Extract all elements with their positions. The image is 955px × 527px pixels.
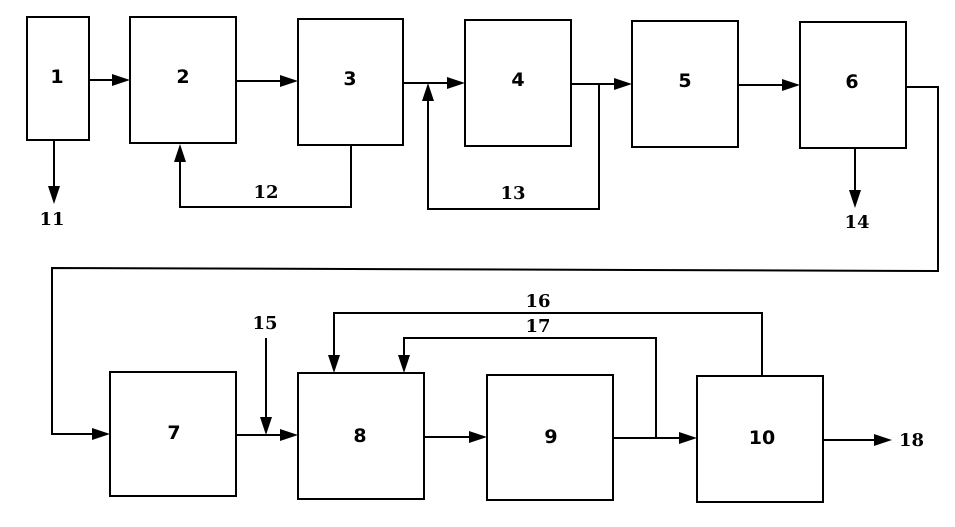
- connector-8-to-9: [424, 431, 487, 443]
- stream-18-arrow: [823, 434, 892, 446]
- recycle-13: [422, 83, 600, 210]
- block-5-label: 5: [678, 70, 691, 92]
- block-6-label: 6: [845, 71, 858, 93]
- block-4-label: 4: [511, 69, 524, 91]
- stream-13-label: 13: [500, 183, 525, 204]
- stream-15-label: 15: [252, 313, 277, 334]
- stream-14-label: 14: [844, 212, 869, 233]
- connector-3-to-4: [403, 77, 465, 89]
- block-2: 2: [129, 16, 237, 144]
- stream-11-arrow: [48, 140, 60, 204]
- block-7-label: 7: [167, 422, 180, 444]
- block-5: 5: [631, 20, 739, 148]
- block-2-label: 2: [176, 66, 189, 88]
- stream-11-label: 11: [39, 209, 64, 230]
- connector-9-to-10: [613, 432, 697, 444]
- recycle-17: [398, 337, 657, 438]
- stream-17-label: 17: [525, 316, 550, 337]
- connector-1-to-2: [89, 74, 130, 86]
- block-9: 9: [486, 374, 614, 501]
- connector-4-to-5: [571, 78, 632, 90]
- stream-15-arrow: [260, 338, 272, 435]
- block-10: 10: [696, 375, 824, 503]
- stream-16-label: 16: [525, 291, 550, 312]
- block-7: 7: [109, 371, 237, 497]
- connector-7-to-8: [236, 429, 298, 441]
- block-3-label: 3: [343, 68, 356, 90]
- block-9-label: 9: [544, 426, 557, 448]
- connector-6-to-7: [51, 86, 939, 440]
- recycle-16: [328, 312, 763, 376]
- recycle-12: [174, 144, 352, 208]
- stream-14-arrow: [849, 148, 861, 208]
- block-1: 1: [26, 16, 90, 141]
- connector-5-to-6: [738, 79, 800, 91]
- stream-18-label: 18: [899, 430, 924, 451]
- block-8: 8: [297, 372, 425, 500]
- block-3: 3: [297, 18, 404, 146]
- block-6: 6: [799, 21, 907, 149]
- block-4: 4: [464, 19, 572, 147]
- block-8-label: 8: [353, 425, 366, 447]
- stream-12-label: 12: [253, 182, 278, 203]
- block-10-label: 10: [749, 427, 775, 449]
- block-1-label: 1: [50, 66, 63, 88]
- connector-2-to-3: [236, 75, 298, 87]
